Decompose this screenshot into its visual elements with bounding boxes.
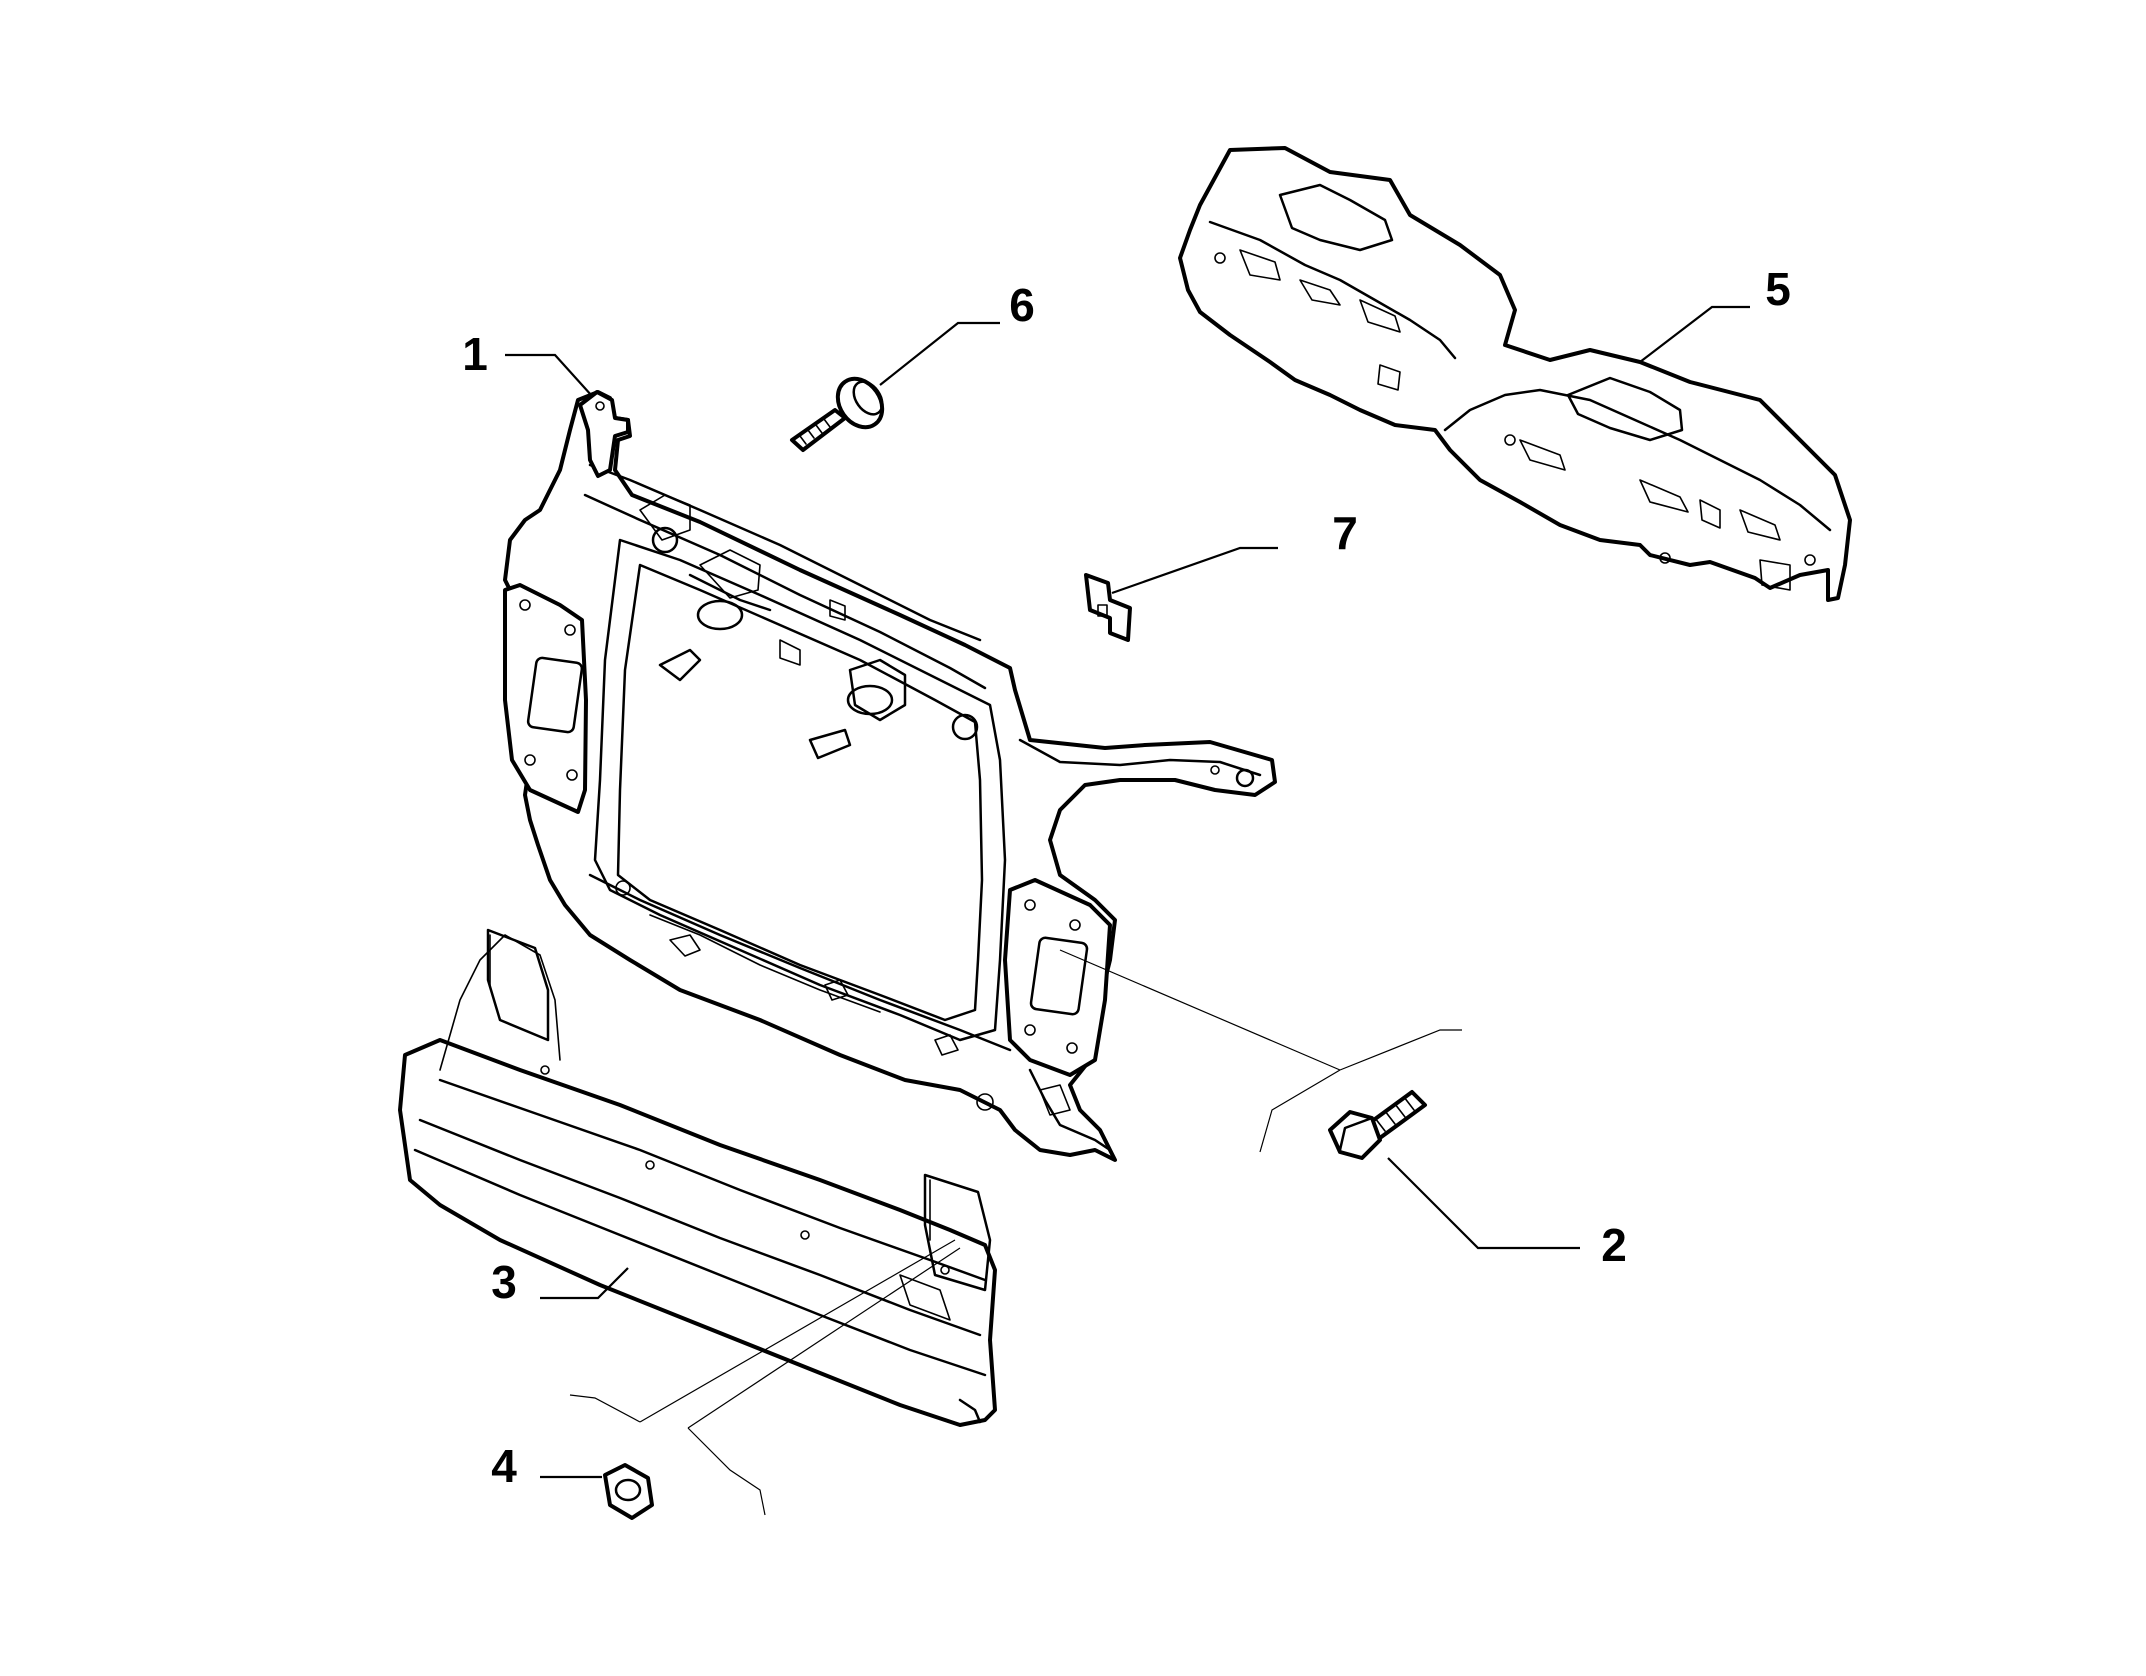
callout-5: 5 xyxy=(1765,263,1791,315)
leader-1 xyxy=(505,353,593,397)
callout-4: 4 xyxy=(491,1440,517,1492)
callout-6: 6 xyxy=(1009,279,1035,331)
callout-3: 3 xyxy=(491,1256,517,1308)
part-7-clip xyxy=(1084,573,1132,642)
part-2-bolt xyxy=(1328,1090,1427,1160)
part-3-bumper-beam xyxy=(398,928,997,1427)
part-4-nut xyxy=(603,1463,654,1520)
part-5-upper-cover xyxy=(1178,146,1852,602)
reference-lines xyxy=(569,949,1462,1516)
leader-2 xyxy=(1387,1157,1580,1250)
callout-1: 1 xyxy=(462,328,488,380)
leader-lines xyxy=(505,305,1750,1479)
callout-2: 2 xyxy=(1601,1219,1627,1271)
callout-7: 7 xyxy=(1332,507,1358,559)
leader-3 xyxy=(540,1267,629,1300)
leader-6 xyxy=(879,321,1000,386)
leader-5 xyxy=(1639,305,1750,363)
part-1-front-end-carrier xyxy=(503,390,1277,1162)
leader-7 xyxy=(1111,546,1278,595)
part-6-clip xyxy=(790,376,885,452)
callout-labels: 1 2 3 4 5 6 7 xyxy=(462,263,1791,1492)
